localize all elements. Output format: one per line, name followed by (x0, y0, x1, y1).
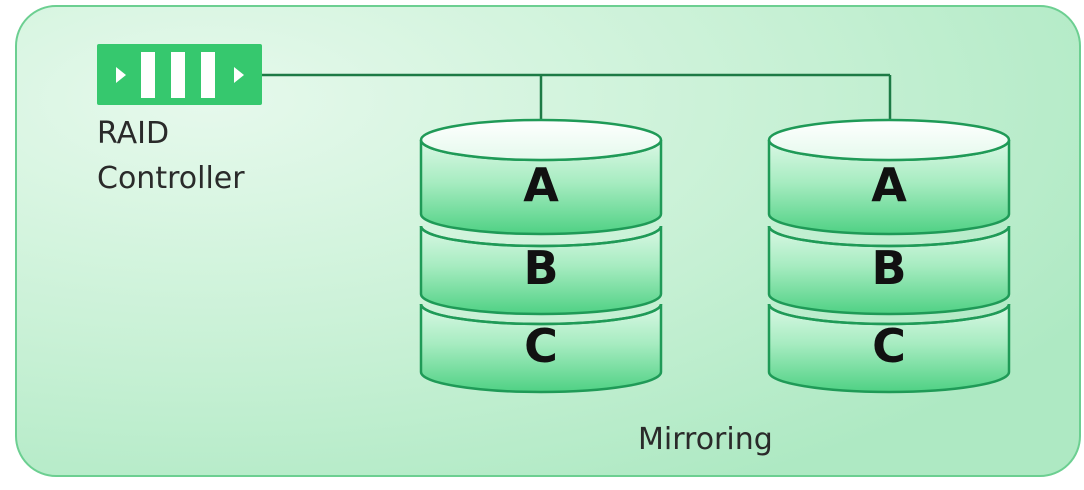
controller-label-line1: RAID (97, 116, 169, 151)
segment-rim (767, 303, 1011, 326)
segment-label: A (523, 158, 559, 212)
disk-2: ABC (767, 118, 1011, 394)
segment-rim (767, 225, 1011, 248)
segment-label: B (523, 241, 558, 295)
mirroring-caption: Mirroring (638, 422, 773, 457)
segment-rim (419, 225, 663, 248)
segment-label: B (871, 241, 906, 295)
segment-label: A (871, 158, 907, 212)
controller-label-line2: Controller (97, 161, 245, 196)
disk-top-cap (767, 118, 1011, 162)
segment-label: C (872, 319, 906, 373)
segment-rim (419, 303, 663, 326)
segment-label: C (524, 319, 558, 373)
disk-top-cap (419, 118, 663, 162)
raid-controller-icon (97, 44, 262, 105)
disk-1: ABC (419, 118, 663, 394)
